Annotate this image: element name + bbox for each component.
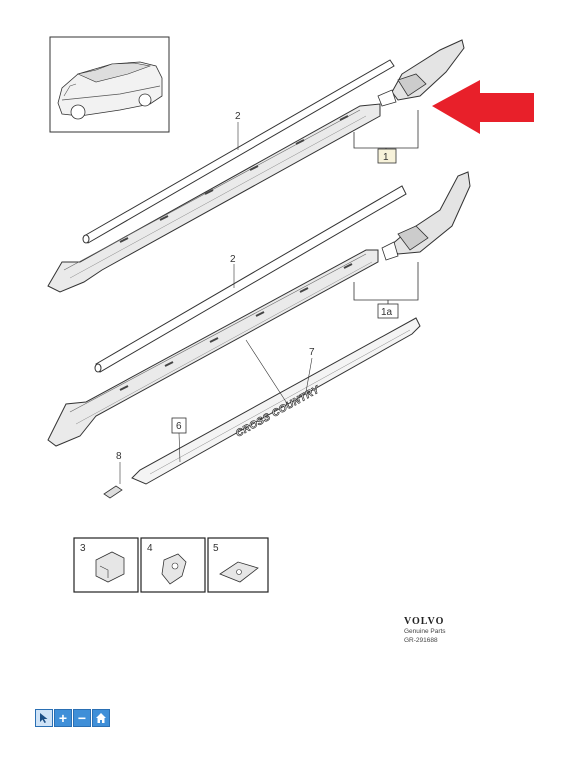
brand-tagline: Genuine Parts: [404, 628, 446, 635]
part-5-box: 5: [207, 537, 269, 593]
home-button[interactable]: [92, 709, 110, 727]
callout-7: 7: [305, 347, 315, 393]
part-2-rod-lower: [94, 185, 407, 373]
svg-text:2: 2: [230, 254, 236, 265]
svg-text:5: 5: [213, 543, 219, 554]
brand-name: VOLVO: [404, 616, 445, 627]
lower-end-cap: [381, 171, 471, 261]
svg-text:4: 4: [147, 543, 153, 554]
svg-text:3: 3: [80, 543, 86, 554]
svg-text:6: 6: [176, 421, 182, 432]
diagram-reference: GR-291688: [404, 637, 438, 644]
svg-text:7: 7: [309, 347, 315, 358]
zoom-out-button[interactable]: −: [73, 709, 91, 727]
plus-icon: +: [58, 710, 68, 726]
part-3-box: 3: [73, 537, 139, 593]
zoom-toolbar: + −: [35, 709, 110, 727]
svg-text:8: 8: [116, 451, 122, 462]
leader-line: [245, 339, 291, 409]
pointer-icon: [39, 712, 49, 724]
part-2-rod-upper: [82, 59, 395, 244]
home-icon: [95, 712, 107, 724]
lower-sill-moulding: [47, 249, 379, 447]
minus-icon: −: [77, 710, 87, 726]
upper-end-cap: [377, 39, 465, 107]
part-8-clip: 8: [103, 451, 123, 499]
upper-sill-moulding: [47, 103, 381, 293]
volvo-brand-block: VOLVO Genuine Parts GR-291688: [404, 616, 446, 645]
callout-2-lower: 2: [230, 254, 236, 288]
callout-6: 6: [171, 417, 187, 463]
red-arrow-icon: [432, 80, 534, 134]
cross-country-strip: CROSS COUNTRY: [131, 317, 421, 485]
callout-1a-bracket: 1a: [353, 262, 419, 319]
callout-2-upper: 2: [235, 111, 241, 150]
part-4-box: 4: [140, 537, 206, 593]
svg-text:2: 2: [235, 111, 241, 122]
zoom-in-button[interactable]: +: [54, 709, 72, 727]
car-thumbnail: [49, 36, 170, 133]
svg-text:1a: 1a: [381, 307, 393, 318]
callout-1-bracket: 1: [353, 110, 419, 164]
pointer-button[interactable]: [35, 709, 53, 727]
parts-diagram: 1 2 2: [47, 36, 534, 593]
svg-text:1: 1: [383, 152, 389, 163]
